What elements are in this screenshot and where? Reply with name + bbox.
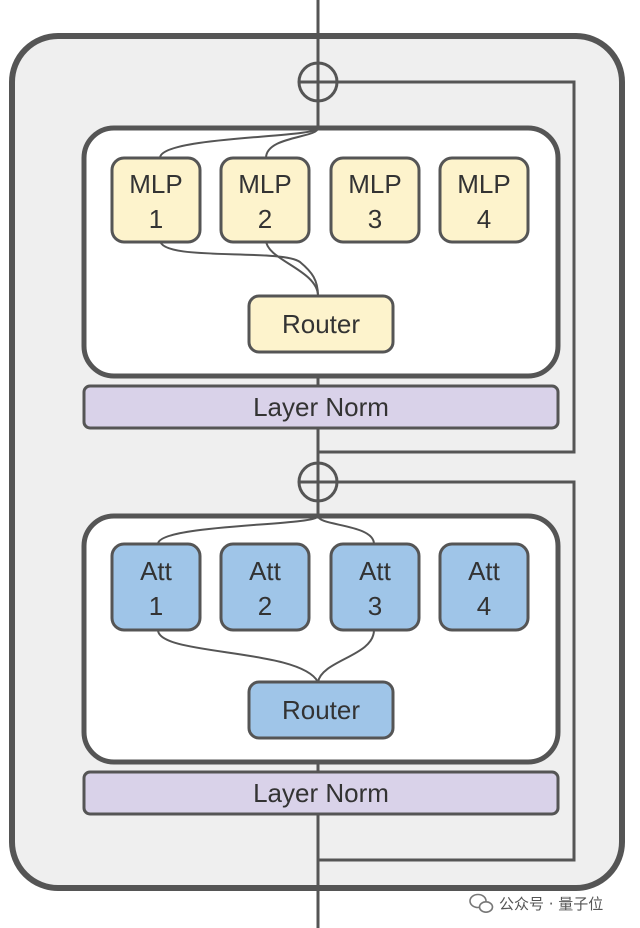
route-line-mlp-1-router [159,239,319,297]
layer-norm-upper-label: Layer Norm [253,392,389,422]
att-expert-2-number: 2 [258,591,272,621]
att-expert-1-number: 1 [149,591,163,621]
att-expert-3-name: Att [359,556,392,586]
route-line-to-mlp-2 [265,127,319,159]
att-expert-3-number: 3 [368,591,382,621]
mlp-expert-2: MLP 2 [219,156,311,244]
route-line-att-1-router [157,629,319,683]
layer-norm-upper: Layer Norm [82,384,560,430]
att-expert-4-name: Att [468,556,501,586]
watermark: 公众号 · 量子位 [469,893,603,913]
att-expert-2: Att 2 [219,542,311,632]
mlp-expert-4-name: MLP [457,169,510,199]
att-expert-4-number: 4 [477,591,491,621]
skip-connection-upper [318,80,576,454]
residual-add-icon-lower [297,461,339,503]
route-line-att-3-router [317,629,375,683]
watermark-text: 公众号 · 量子位 [499,895,603,913]
mlp-expert-2-number: 2 [258,204,272,234]
mlp-expert-1-number: 1 [149,204,163,234]
att-router: Router [247,680,395,740]
residual-add-icon-upper [297,61,339,103]
att-expert-4: Att 4 [438,542,530,632]
att-expert-1-name: Att [140,556,173,586]
wechat-icon [469,893,494,913]
att-router-label: Router [282,695,360,725]
mlp-router-label: Router [282,309,360,339]
route-line-to-mlp-1 [159,127,319,159]
route-line-to-att-1 [157,515,319,545]
mlp-expert-3: MLP 3 [329,156,421,244]
att-expert-1: Att 1 [110,542,202,632]
mlp-expert-3-name: MLP [348,169,401,199]
layer-norm-lower-label: Layer Norm [253,778,389,808]
layer-norm-lower: Layer Norm [82,770,560,816]
skip-connection-lower [318,480,576,862]
mlp-expert-2-name: MLP [238,169,291,199]
mlp-expert-1-name: MLP [129,169,182,199]
att-expert-3: Att 3 [329,542,421,632]
att-expert-2-name: Att [249,556,282,586]
route-line-to-att-3 [317,515,375,545]
mlp-expert-4-number: 4 [477,204,491,234]
mlp-router: Router [247,294,395,354]
route-line-mlp-2-router [265,239,319,297]
mlp-expert-1: MLP 1 [110,156,202,244]
mlp-expert-3-number: 3 [368,204,382,234]
mlp-expert-4: MLP 4 [438,156,530,244]
